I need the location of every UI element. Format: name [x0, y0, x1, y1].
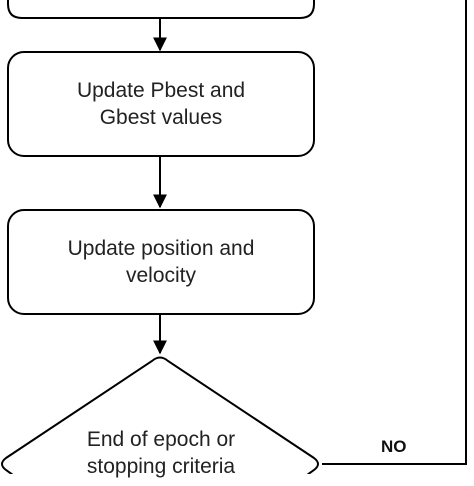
- no-edge-label: NO: [381, 437, 407, 456]
- update-position-box: [7, 209, 315, 315]
- no-loop-line: [322, 0, 467, 465]
- decision-diamond: [1, 356, 319, 474]
- flowchart-canvas: [1, 0, 467, 474]
- top-process-box: [7, 0, 315, 19]
- update-pbest-box: [7, 51, 315, 157]
